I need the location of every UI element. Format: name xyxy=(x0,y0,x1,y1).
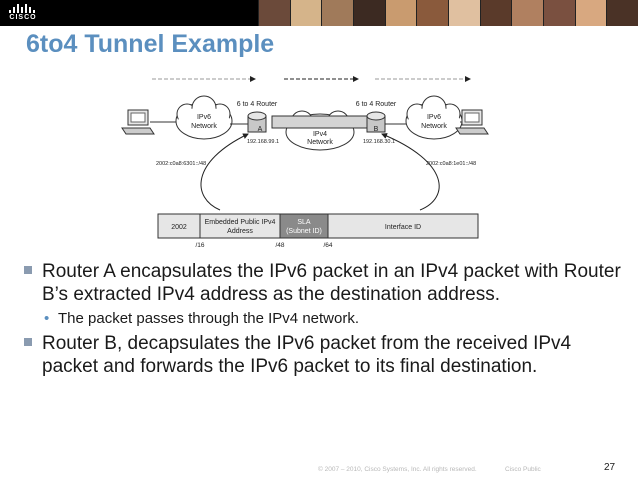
bit-48: /48 xyxy=(275,242,284,249)
curve-arrow-right xyxy=(382,134,439,210)
sub-bullet-item: • The packet passes through the IPv4 net… xyxy=(24,309,624,329)
prefix-right: 2002:c0a8:1e01::/48 xyxy=(426,161,476,167)
cloud-middle-line2: Network xyxy=(307,139,333,146)
header-bar: CISCO xyxy=(0,0,638,26)
logo-text: CISCO xyxy=(6,14,40,21)
bullet-list: Router A encapsulates the IPv6 packet in… xyxy=(24,260,624,378)
header-photo xyxy=(258,0,290,26)
cloud-middle-line1: IPv4 xyxy=(313,131,327,138)
bit-64: /64 xyxy=(323,242,332,249)
cisco-logo: CISCO xyxy=(6,3,40,23)
curve-arrow-left xyxy=(201,134,248,210)
router-b-label: 6 to 4 Router xyxy=(356,101,397,108)
bit-16: /16 xyxy=(195,242,204,249)
tunnel-diagram: IPv6 Network 6 to 4 Router A 192.168.99.… xyxy=(120,72,490,250)
router-a-letter: A xyxy=(258,126,263,133)
header-photo xyxy=(480,0,512,26)
header-photo xyxy=(385,0,417,26)
header-photo xyxy=(606,0,638,26)
square-bullet-icon xyxy=(24,338,32,346)
left-computer-icon xyxy=(122,110,154,134)
footer-copyright: © 2007 – 2010, Cisco Systems, Inc. All r… xyxy=(318,466,477,473)
bullet-text: Router B, decapsulates the IPv6 packet f… xyxy=(42,333,571,377)
header-photo xyxy=(321,0,353,26)
header-photo xyxy=(416,0,448,26)
square-bullet-icon xyxy=(24,266,32,274)
cloud-right-line1: IPv6 xyxy=(427,114,441,121)
sub-bullet-text: The packet passes through the IPv4 netwo… xyxy=(58,310,359,327)
router-a-label: 6 to 4 Router xyxy=(237,101,278,108)
dot-bullet-icon: • xyxy=(44,309,49,329)
bullet-item: Router A encapsulates the IPv6 packet in… xyxy=(24,260,624,306)
header-photo xyxy=(575,0,607,26)
cloud-left-line2: Network xyxy=(191,123,217,130)
tunnel-pipe xyxy=(272,116,373,128)
header-photo xyxy=(543,0,575,26)
header-photo-strip xyxy=(258,0,638,26)
header-photo xyxy=(353,0,385,26)
page-number: 27 xyxy=(604,462,615,473)
footer-classification: Cisco Public xyxy=(505,466,541,473)
cloud-left-line1: IPv6 xyxy=(197,114,211,121)
router-b-ip: 192.168.30.1 xyxy=(363,139,395,145)
router-a-ip: 192.168.99.1 xyxy=(247,139,279,145)
prefix-left: 2002:c0a8:6301::/48 xyxy=(156,161,206,167)
field-2002: 2002 xyxy=(171,224,187,231)
field-interface-id: Interface ID xyxy=(385,224,421,231)
bullet-item: Router B, decapsulates the IPv6 packet f… xyxy=(24,332,624,378)
header-photo xyxy=(448,0,480,26)
cisco-bars-icon xyxy=(9,3,37,13)
cloud-right-line2: Network xyxy=(421,123,447,130)
bullet-text: Router A encapsulates the IPv6 packet in… xyxy=(42,261,621,305)
router-b-letter: B xyxy=(374,126,379,133)
header-photo xyxy=(511,0,543,26)
header-photo xyxy=(290,0,322,26)
slide-title: 6to4 Tunnel Example xyxy=(26,30,274,59)
